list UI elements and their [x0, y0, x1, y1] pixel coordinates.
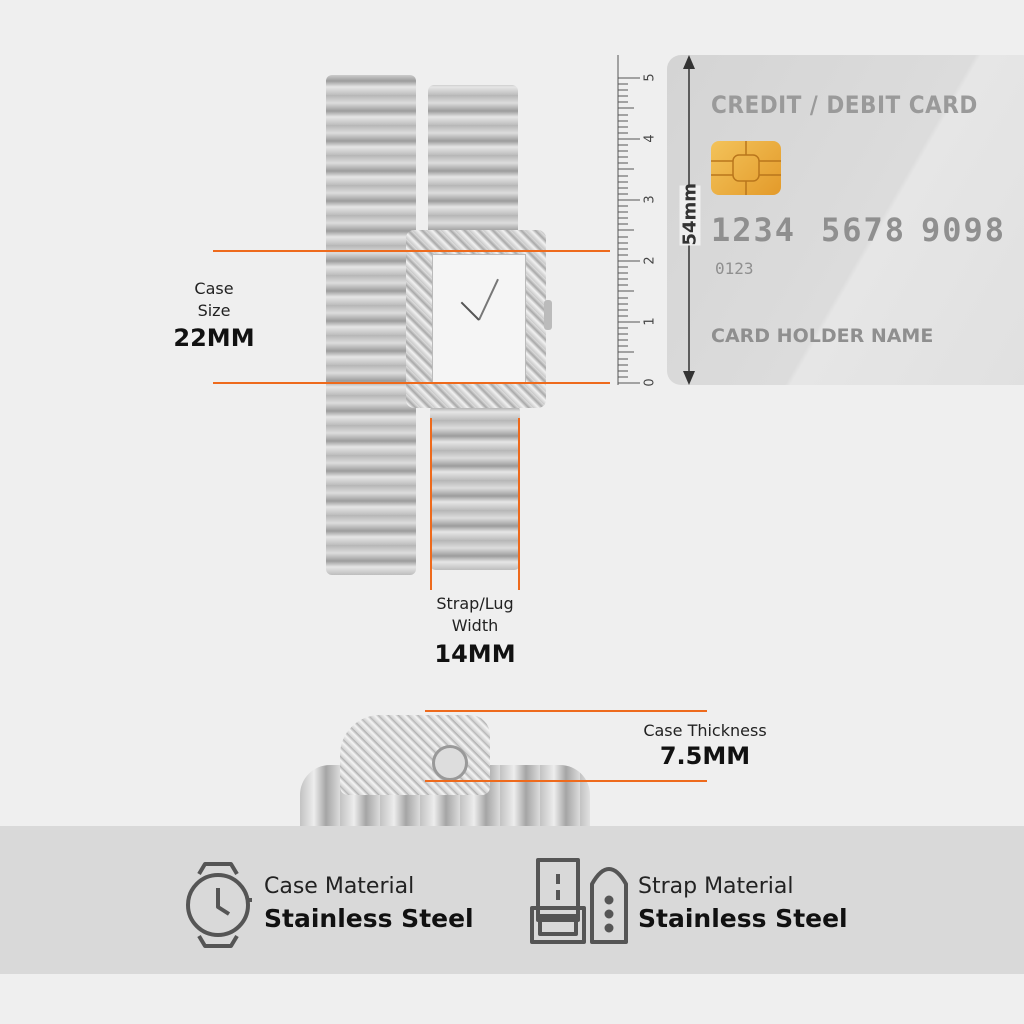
card-small-number: 0123 — [715, 259, 754, 278]
strap-width-left-line — [430, 418, 432, 590]
ruler-number-5: 5 — [642, 73, 658, 82]
card-chip-icon — [711, 141, 781, 195]
ruler-number-1: 1 — [642, 317, 658, 326]
case-size-bottom-line — [213, 382, 613, 384]
strap-width-label-line2: Width — [451, 616, 499, 635]
case-material-label: Case Material — [264, 874, 415, 899]
credit-card-illustration: CREDIT / DEBIT CARD 1234 5678 9098 0123 … — [667, 55, 1024, 385]
inner-bracelet-bottom — [430, 405, 520, 570]
card-number-group-3: 9098 — [921, 211, 1007, 249]
strap-width-label: Strap/Lug Width — [405, 593, 545, 637]
case-size-label: Case Size — [164, 278, 264, 322]
card-holder-name: CARD HOLDER NAME — [711, 325, 934, 347]
ruler-number-0: 0 — [642, 378, 658, 387]
strap-icon — [530, 858, 628, 944]
watch-front-image — [320, 75, 552, 575]
watch-side-crown — [432, 745, 468, 781]
card-title: CREDIT / DEBIT CARD — [711, 91, 978, 119]
case-thickness-value: 7.5MM — [659, 742, 751, 770]
ruler-number-4: 4 — [642, 134, 658, 143]
inner-bracelet-top — [428, 85, 518, 245]
strap-material-value: Stainless Steel — [638, 904, 848, 933]
case-thickness-bottom-line — [425, 780, 707, 782]
case-material-value: Stainless Steel — [264, 904, 474, 933]
case-thickness-label: Case Thickness — [643, 721, 767, 740]
ruler-number-3: 3 — [642, 195, 658, 204]
ruler-number-2: 2 — [642, 256, 658, 265]
watch-crown — [544, 300, 552, 330]
watch-dial — [432, 254, 526, 384]
card-number-group-2: 5678 — [821, 211, 907, 249]
ruler-ticks — [617, 55, 640, 385]
strap-material-label: Strap Material — [638, 874, 794, 899]
watch-icon — [186, 862, 252, 948]
case-size-value: 22MM — [173, 324, 255, 352]
watch-side-image — [300, 705, 590, 826]
strap-width-value: 14MM — [434, 640, 516, 668]
case-thickness-top-line — [425, 710, 707, 712]
strap-width-right-line — [518, 418, 520, 590]
case-size-top-line — [213, 250, 613, 252]
ruler: 0 1 2 3 4 5 — [610, 55, 666, 387]
card-height-label: 54mm — [679, 182, 701, 246]
outer-bracelet — [326, 75, 416, 575]
case-size-label-line1: Case — [194, 279, 234, 298]
features-band: Case Material Stainless Steel Strap Mate… — [0, 826, 1024, 974]
case-size-label-line2: Size — [197, 301, 231, 320]
strap-width-label-line1: Strap/Lug — [436, 594, 514, 613]
watch-case — [406, 230, 552, 408]
card-number-group-1: 1234 — [711, 211, 797, 249]
